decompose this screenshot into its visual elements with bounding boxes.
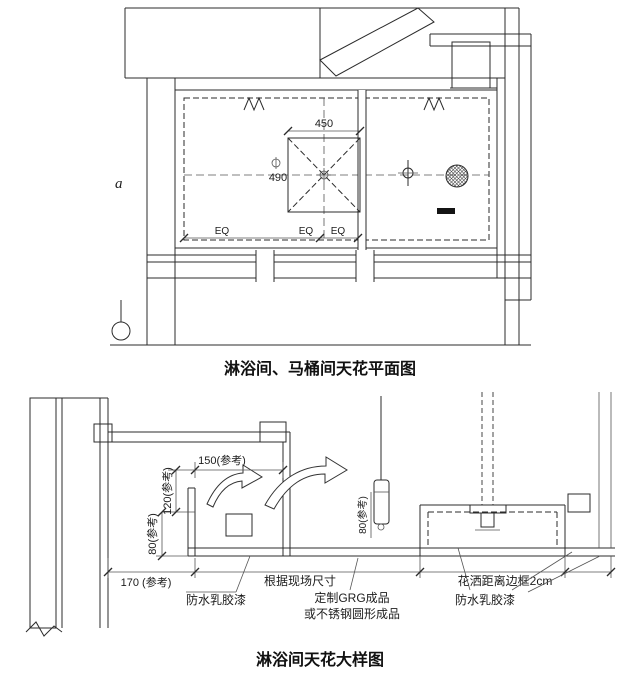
dim-80-text: 80(参考) (145, 513, 159, 555)
shower-pipe (469, 392, 507, 531)
dim-80-lamp-text: 80(参考) (356, 496, 369, 534)
paint-label-right: 防水乳胶漆 (455, 592, 515, 607)
eq-dimension: EQ EQ EQ (179, 226, 363, 243)
pendant-light (373, 396, 390, 531)
dim-120-text: 120(参考) (160, 467, 174, 515)
right-wall-edge (567, 392, 612, 548)
shower-head-symbol (445, 164, 469, 188)
diffuser-symbol (423, 96, 445, 112)
fixture-bar (437, 208, 455, 214)
dimension-490: 490 (269, 157, 287, 184)
bottom-dimension-line: 170 (参考) 根据现场尺寸 花洒距离边框2cm (103, 556, 616, 589)
leader-paint-left: 防水乳胶漆 (186, 555, 251, 607)
eq-label: EQ (331, 226, 346, 237)
wall-section (25, 397, 113, 637)
blocking-hatch (259, 421, 287, 443)
dimension-80-lamp: 80(参考) (356, 492, 372, 538)
blocking-hatch (225, 513, 253, 537)
section-bubble (111, 300, 131, 341)
dimension-450: 450 (283, 118, 365, 136)
blocking-hatch (567, 493, 591, 513)
leader-grg: 定制GRG成品 或不锈钢圆形成品 (304, 557, 400, 621)
diffuser-symbol (243, 96, 265, 112)
flow-arrow-icon (206, 464, 263, 508)
plan-drawing: 450 490 EQ EQ EQ a (110, 7, 532, 378)
sprinkler-symbol (398, 160, 418, 186)
plan-title: 淋浴间、马桶间天花平面图 (224, 359, 416, 378)
paint-label-left: 防水乳胶漆 (186, 592, 246, 607)
dimension-120: 120(参考) (160, 465, 195, 517)
sloped-panel (319, 7, 435, 77)
dim-shower-text: 花洒距离边框2cm (458, 573, 553, 588)
blocking-hatch (93, 423, 113, 443)
grg-label-line1: 定制GRG成品 (314, 590, 389, 605)
dimension-80: 80(参考) (145, 507, 188, 561)
detail-drawing: 150(参考) 120(参考) 80(参考) 80(参考) (25, 392, 616, 669)
eq-label: EQ (299, 226, 314, 237)
left-wall-hatch (146, 77, 176, 346)
flow-arrow-icon (264, 456, 348, 510)
dim-150-text: 150(参考) (198, 453, 246, 467)
door-opening (255, 250, 275, 282)
ceiling-feature-square (287, 137, 361, 213)
eq-label: EQ (215, 226, 230, 237)
dimension-150: 150(参考) (190, 453, 288, 478)
axis-label: a (115, 176, 123, 192)
leader-paint-right: 防水乳胶漆 (455, 547, 601, 607)
detail-title: 淋浴间天花大样图 (256, 650, 384, 669)
upper-ceiling (108, 421, 291, 556)
dim-170-text: 170 (参考) (121, 575, 172, 589)
dim-site-text: 根据现场尺寸 (264, 574, 336, 588)
grg-label-line2: 或不锈钢圆形成品 (304, 607, 400, 621)
door-opening (355, 250, 375, 282)
dim-490-text: 490 (269, 172, 287, 184)
dim-450-text: 450 (315, 118, 333, 130)
duct-column (451, 41, 491, 89)
lower-ceiling (187, 487, 615, 557)
